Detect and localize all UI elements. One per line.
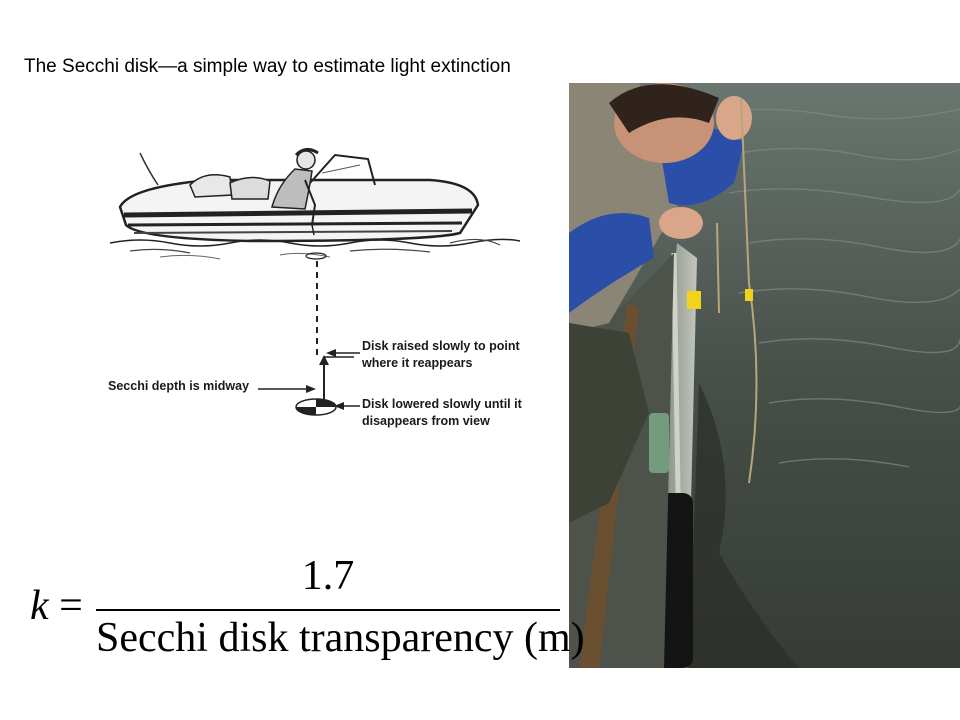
formula-fraction-bar xyxy=(96,609,560,611)
label-disk-lowered: Disk lowered slowly until it disappears … xyxy=(362,396,522,430)
formula-denominator: Secchi disk transparency (m) xyxy=(96,615,585,661)
formula-equals: = xyxy=(59,583,83,629)
label-disk-lowered-line1: Disk lowered slowly until it xyxy=(362,397,522,411)
light-extinction-formula: k = 1.7 Secchi disk transparency (m) xyxy=(26,553,585,670)
label-disk-lowered-line2: disappears from view xyxy=(362,414,490,428)
label-disk-raised-line2: where it reappears xyxy=(362,356,473,370)
photo-illustration xyxy=(569,83,960,668)
label-disk-raised-line1: Disk raised slowly to point xyxy=(362,339,520,353)
secchi-field-photo xyxy=(569,83,960,668)
label-secchi-depth: Secchi depth is midway xyxy=(108,379,250,393)
formula-lhs: k = xyxy=(30,582,83,630)
label-disk-raised: Disk raised slowly to point where it rea… xyxy=(362,338,520,372)
slide-title: The Secchi disk—a simple way to estimate… xyxy=(24,56,511,77)
boat-illustration xyxy=(100,125,555,425)
secchi-boat-diagram: Disk raised slowly to point where it rea… xyxy=(100,125,555,445)
formula-k: k xyxy=(30,583,49,629)
formula-numerator: 1.7 xyxy=(301,553,355,599)
